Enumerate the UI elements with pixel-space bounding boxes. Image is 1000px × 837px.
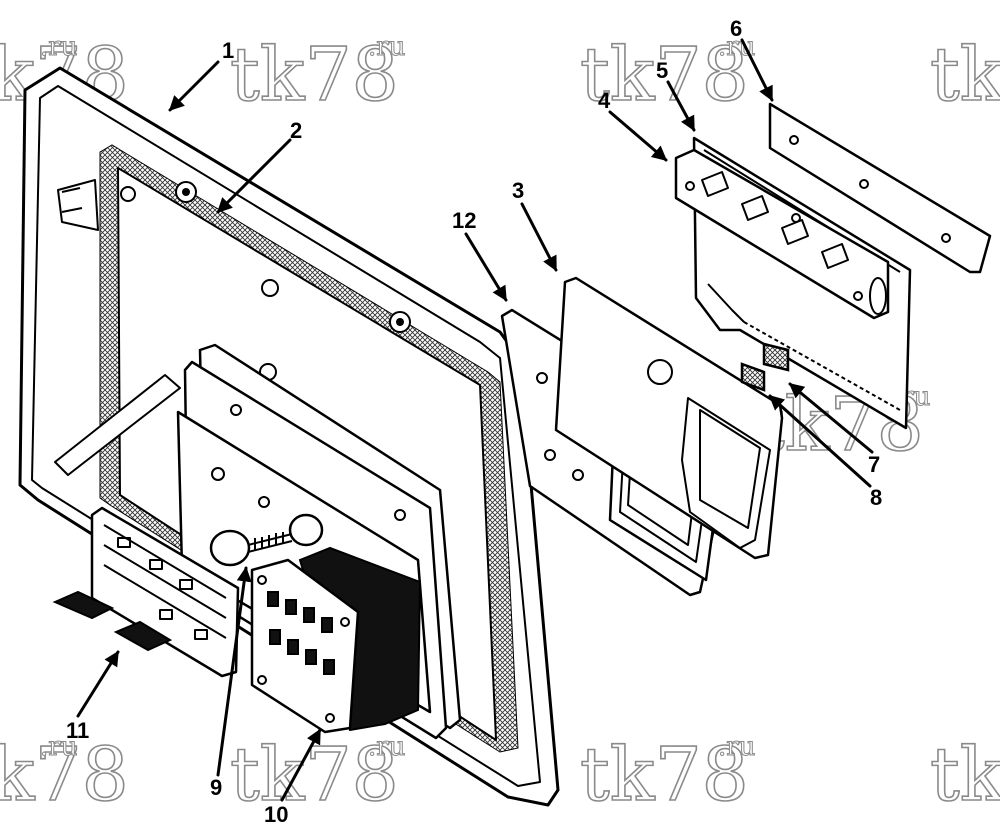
callout-3: 3 [512, 178, 558, 272]
watermark: tk78 [929, 31, 1000, 119]
svg-text:tk78: tk78 [580, 732, 749, 818]
callout-11: 11 [66, 650, 120, 743]
svg-text:6: 6 [730, 16, 742, 41]
svg-text:8: 8 [870, 485, 882, 510]
svg-text:12: 12 [452, 208, 476, 233]
svg-text:.ru: .ru [368, 732, 405, 762]
svg-text:11: 11 [66, 718, 89, 743]
callout-10: 10 [264, 728, 322, 827]
callout-7: 7 [788, 382, 880, 477]
watermark: tk78 .ru [229, 31, 406, 119]
svg-text:.ru: .ru [718, 732, 755, 762]
terminal-block [250, 546, 422, 734]
mounting-bracket [674, 148, 890, 320]
watermark: tk78 .ru [0, 731, 130, 819]
svg-text:1: 1 [222, 38, 234, 63]
callout-12: 12 [452, 208, 508, 302]
svg-text:tk78: tk78 [930, 32, 1000, 118]
svg-text:tk78: tk78 [580, 32, 749, 118]
svg-text:7: 7 [868, 452, 880, 477]
strip-plate [768, 102, 992, 274]
svg-text:.ru: .ru [40, 732, 77, 762]
callout-2: 2 [216, 118, 302, 214]
watermark: tk78 .ru [229, 731, 406, 819]
svg-text:9: 9 [210, 775, 222, 800]
svg-text:10: 10 [264, 802, 288, 827]
svg-text:tk78: tk78 [230, 732, 399, 818]
svg-text:tk78: tk78 [0, 732, 129, 818]
svg-text:5: 5 [656, 58, 668, 83]
svg-text:4: 4 [598, 88, 611, 113]
callout-1: 1 [168, 38, 234, 112]
watermark-layer: tk78 .ru tk78 .ru tk78 .ru tk78 tk78 .ru… [0, 31, 1000, 819]
svg-text:tk78: tk78 [930, 732, 1000, 818]
callout-8: 8 [768, 394, 882, 510]
watermark: tk78 [929, 731, 1000, 819]
circuit-board [52, 506, 240, 678]
svg-text:3: 3 [512, 178, 524, 203]
adjustment-knob [209, 513, 324, 567]
svg-text:tk78: tk78 [230, 32, 399, 118]
watermark: tk78 .ru [579, 31, 756, 119]
small-chip [740, 342, 790, 392]
callout-5: 5 [656, 58, 696, 132]
callout-9: 9 [210, 566, 252, 800]
thin-gasket [554, 276, 784, 560]
watermark: tk78 .ru [579, 731, 756, 819]
svg-text:.ru: .ru [40, 32, 77, 62]
svg-text:.ru: .ru [368, 32, 405, 62]
callout-4: 4 [598, 88, 668, 162]
svg-text:2: 2 [290, 118, 302, 143]
callout-6: 6 [730, 16, 774, 102]
